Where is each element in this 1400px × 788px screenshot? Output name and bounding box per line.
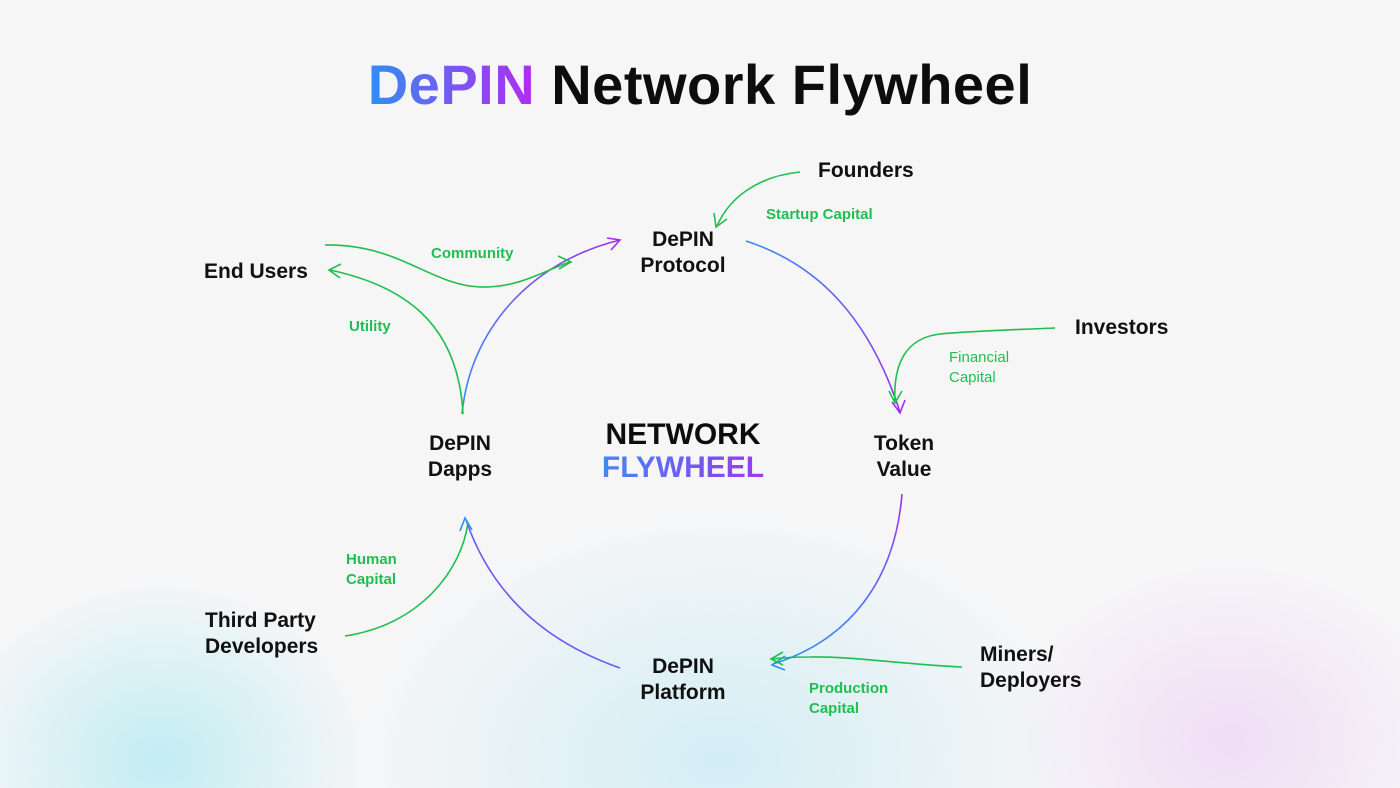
node-end-users: End Users: [204, 260, 308, 283]
flow-financial-capital: Financial Capital: [949, 348, 1009, 388]
node-token-value: Token Value: [852, 431, 956, 483]
arrowhead-platform: [770, 655, 786, 671]
flow-utility: Utility: [349, 318, 391, 335]
arrowhead-founders: [713, 212, 728, 229]
node-depin-platform: DePIN Platform: [625, 654, 741, 706]
flow-financial-line1: Financial: [949, 349, 1010, 366]
flow-production-capital: Production Capital: [809, 679, 888, 719]
arrow-developers: [344, 521, 469, 637]
arrow-platform-to-dapps: [465, 519, 621, 669]
node-third-party-developers: Third Party Developers: [205, 608, 318, 660]
node-miners-deployers: Miners/ Deployers: [980, 642, 1082, 694]
node-depin-dapps-line1: DePIN: [429, 432, 491, 455]
node-depin-platform-line1: DePIN: [652, 655, 714, 678]
node-depin-protocol: DePIN Protocol: [625, 227, 741, 279]
flow-financial-line2: Capital: [949, 369, 996, 386]
arrow-utility: [329, 269, 464, 415]
arrowhead-protocol: [606, 237, 622, 251]
node-miners-line1: Miners/: [980, 643, 1054, 666]
node-token-value-line2: Value: [876, 458, 932, 481]
arrow-token-to-platform: [772, 493, 903, 665]
arrowhead-community: [557, 255, 573, 270]
flow-startup-capital: Startup Capital: [766, 206, 873, 223]
title-rest: Network Flywheel: [551, 53, 1033, 116]
arrow-protocol-to-token: [745, 240, 901, 413]
node-depin-dapps-line2: Dapps: [427, 458, 493, 481]
arrowhead-miners: [769, 651, 784, 666]
node-depin-protocol-line1: DePIN: [652, 228, 714, 251]
arrow-community: [324, 244, 571, 288]
node-miners-line2: Deployers: [980, 669, 1082, 692]
arrow-dapps-to-protocol: [461, 239, 621, 415]
title-highlight: DePIN: [367, 53, 536, 116]
node-developers-line2: Developers: [205, 635, 319, 658]
node-founders: Founders: [818, 159, 914, 182]
page-title: DePIN Network Flywheel: [0, 52, 1400, 117]
arrow-investors: [894, 327, 1056, 403]
node-investors: Investors: [1075, 316, 1169, 339]
flow-community: Community: [431, 245, 514, 262]
flow-human-line1: Human: [346, 551, 397, 568]
arrowhead-token: [891, 399, 906, 415]
node-token-value-line1: Token: [873, 432, 935, 455]
flow-human-capital: Human Capital: [346, 550, 397, 590]
arrow-founders: [716, 171, 801, 227]
node-depin-dapps: DePIN Dapps: [410, 431, 510, 483]
node-depin-protocol-line2: Protocol: [640, 254, 726, 277]
flow-production-line1: Production: [809, 680, 889, 697]
center-line1: NETWORK: [605, 418, 761, 451]
flow-human-line2: Capital: [346, 571, 397, 588]
arrowhead-dapps-bottom: [459, 516, 473, 532]
node-developers-line1: Third Party: [205, 609, 316, 632]
flow-production-line2: Capital: [809, 700, 860, 717]
node-depin-platform-line2: Platform: [640, 681, 726, 704]
center-line2: FLYWHEEL: [563, 451, 803, 484]
arrow-miners: [771, 656, 963, 668]
arrowhead-utility: [327, 263, 342, 279]
arrowhead-investors: [888, 390, 903, 405]
center-label: NETWORK FLYWHEEL: [563, 418, 803, 484]
